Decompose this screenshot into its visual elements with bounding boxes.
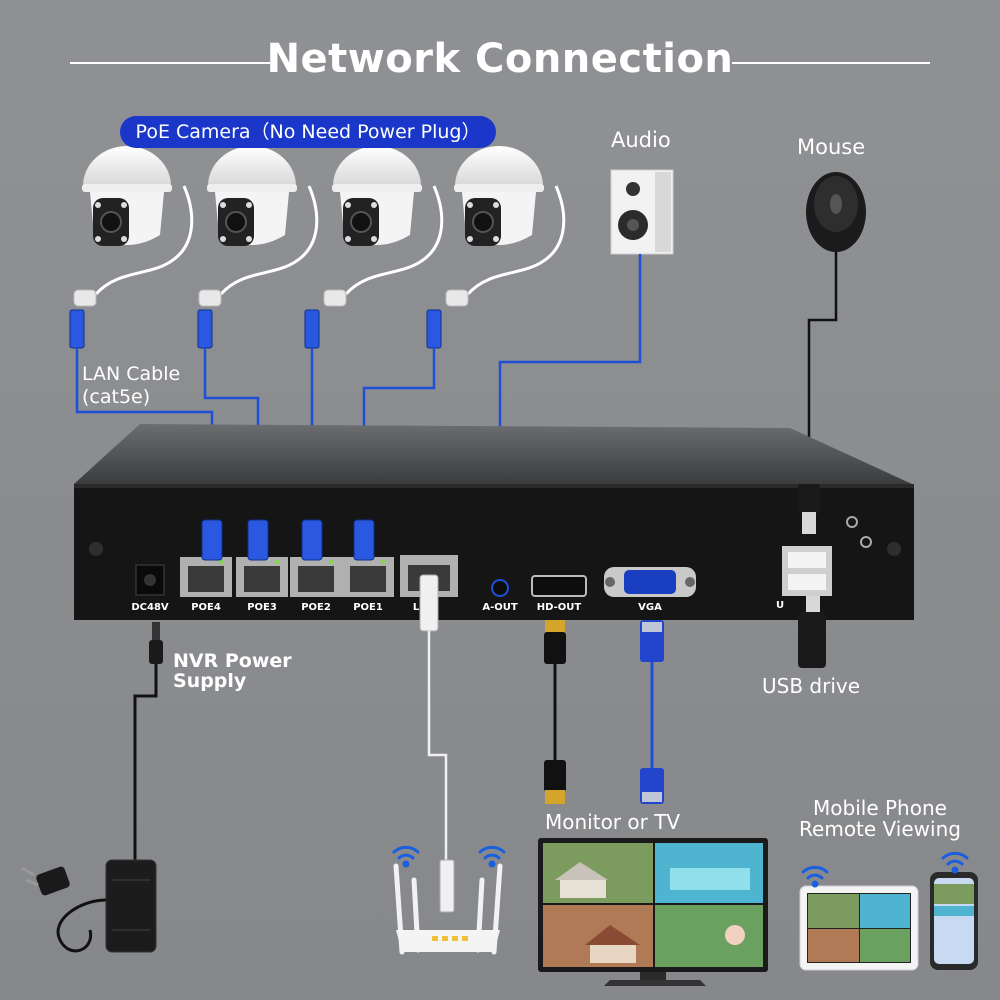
nvr-power-label-line2: Supply: [173, 670, 247, 692]
lan-cable-label: LAN Cable: [82, 363, 181, 385]
tablet-icon: [799, 885, 919, 971]
port-label-poe3: POE3: [247, 602, 277, 613]
port-label-poe1: POE1: [353, 602, 383, 613]
wifi-icon: [392, 845, 420, 868]
nvr-recorder: [74, 424, 914, 620]
port-label-lan: L: [412, 602, 420, 613]
usb-drive-icon: [798, 596, 826, 668]
lan-cable-spec: (cat5e): [82, 386, 151, 408]
page-title: Network Connection: [266, 36, 734, 82]
port-label-usb: U: [775, 600, 785, 611]
dome-camera-icon: [323, 146, 444, 307]
mobile-label-line2: Remote Viewing: [799, 817, 961, 841]
wifi-icon: [801, 865, 829, 888]
port-label-vga: VGA: [638, 602, 662, 613]
port-label-aout: A-OUT: [482, 602, 518, 613]
hdmi-cable: [544, 620, 566, 804]
port-label-hdout: HD-OUT: [536, 602, 582, 613]
dome-camera-icon: [198, 146, 319, 307]
speaker-icon: [610, 169, 674, 255]
router-icon: [393, 863, 503, 955]
dome-camera-icon: [73, 146, 194, 307]
wifi-icon: [478, 845, 506, 868]
camera-rj45-plugs: [69, 309, 442, 349]
mouse-icon: [806, 172, 866, 252]
mobile-label: Mobile Phone: [813, 796, 947, 820]
mouse-usb-plug: [798, 484, 820, 534]
audio-label: Audio: [611, 128, 671, 152]
monitor-label: Monitor or TV: [545, 810, 681, 834]
router-lan-cable: [419, 574, 455, 913]
mouse-label: Mouse: [797, 135, 866, 159]
phone-icon: [930, 872, 978, 970]
usb-drive-label: USB drive: [762, 674, 861, 698]
port-label-poe2: POE2: [301, 602, 331, 613]
power-adapter-icon: [21, 622, 163, 953]
mouse-wire: [807, 252, 838, 486]
monitor-icon: [538, 838, 768, 986]
vga-cable: [640, 620, 664, 804]
port-label-dc: DC48V: [131, 602, 169, 613]
nvr-rj45-plugs: [201, 519, 375, 561]
wifi-icon: [941, 851, 969, 874]
poe-camera-label: PoE Camera（No Need Power Plug）: [120, 116, 496, 148]
port-label-poe4: POE4: [191, 602, 221, 613]
nvr-power-label: NVR Power: [173, 650, 292, 672]
dome-camera-icon: [445, 146, 566, 307]
